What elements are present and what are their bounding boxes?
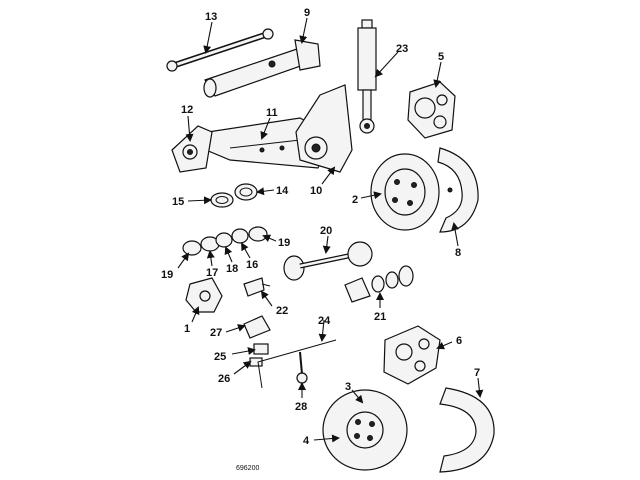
stabilizer-link-part [296,351,308,384]
callout-6: 6 [456,335,462,347]
callout-2: 2 [352,194,358,206]
callout-18: 18 [226,263,238,275]
rear-dust-shield-part [437,147,479,233]
callout-15: 15 [172,196,184,208]
bracket-27-part [243,315,271,339]
callout-20: 20 [320,225,332,237]
callout-11: 11 [266,107,278,119]
axle-shaft-part [283,241,373,281]
bushing-26-part [249,357,263,367]
mounting-bracket-part [171,125,213,173]
callout-25: 25 [214,351,226,363]
cv-boot-kit-part [344,265,414,303]
callout-13: 13 [205,11,217,23]
callout-17: 17 [206,267,218,279]
shock-absorber-part [357,19,377,134]
callout-1: 1 [184,323,190,335]
callout-8: 8 [455,247,461,259]
tie-rod-part [166,28,274,72]
callout-10: 10 [310,185,322,197]
front-hub-part [185,277,223,313]
callout-12: 12 [181,104,193,116]
leader-lines [177,17,484,443]
callout-28: 28 [295,401,307,413]
callout-19-left: 19 [161,269,173,281]
front-rotor-part [322,389,408,471]
callout-9: 9 [304,7,310,19]
front-dust-shield-part [439,387,495,473]
bearing-part [234,183,258,201]
hub-bolt-part [243,277,271,297]
stabilizer-bar-part [257,339,337,389]
callout-7: 7 [474,367,480,379]
bushing-25-part [253,343,269,355]
rear-rotor-part [370,153,440,231]
wheel-carrier-part [295,84,353,173]
callout-19-right: 19 [278,237,290,249]
rear-caliper-part [407,81,456,139]
seal-part [210,192,234,208]
callout-24: 24 [318,315,331,327]
callout-23: 23 [396,43,408,55]
callout-16: 16 [246,259,258,271]
callout-21: 21 [374,311,386,323]
callout-27: 27 [210,327,222,339]
callout-5: 5 [438,51,444,63]
callout-3: 3 [345,381,351,393]
callout-labels: 13 9 23 5 12 11 10 2 8 15 14 19 19 17 18… [161,7,480,447]
callout-4: 4 [303,435,310,447]
callout-22: 22 [276,305,288,317]
callout-26: 26 [218,373,230,385]
front-caliper-part [383,325,441,385]
bearing-set-part [182,226,268,256]
figure-code: 696200 [236,465,259,472]
stabilizer-tube-part [203,39,321,98]
callout-14: 14 [276,185,289,197]
